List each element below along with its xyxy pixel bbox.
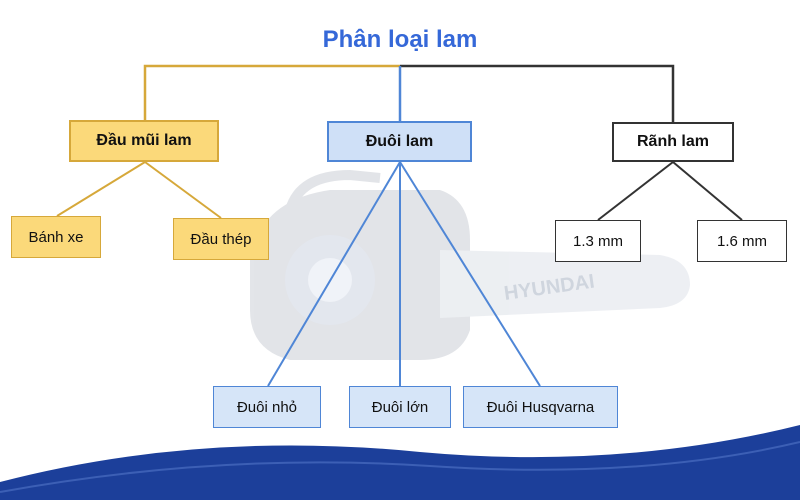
node-duoi-husqvarna: Đuôi Husqvarna [463,386,618,428]
node-ranh-lam: Rãnh lam [612,122,734,162]
node-1-6-mm: 1.6 mm [697,220,787,262]
node-dau-thep: Đầu thép [173,218,269,260]
node-duoi-lon: Đuôi lớn [349,386,451,428]
node-duoi-nho: Đuôi nhỏ [213,386,321,428]
node-dau-mui-lam: Đầu mũi lam [69,120,219,162]
diagram-title: Phân loại lam [322,26,478,53]
node-1-3-mm: 1.3 mm [555,220,641,262]
node-duoi-lam: Đuôi lam [327,121,472,162]
node-banh-xe: Bánh xe [11,216,101,258]
